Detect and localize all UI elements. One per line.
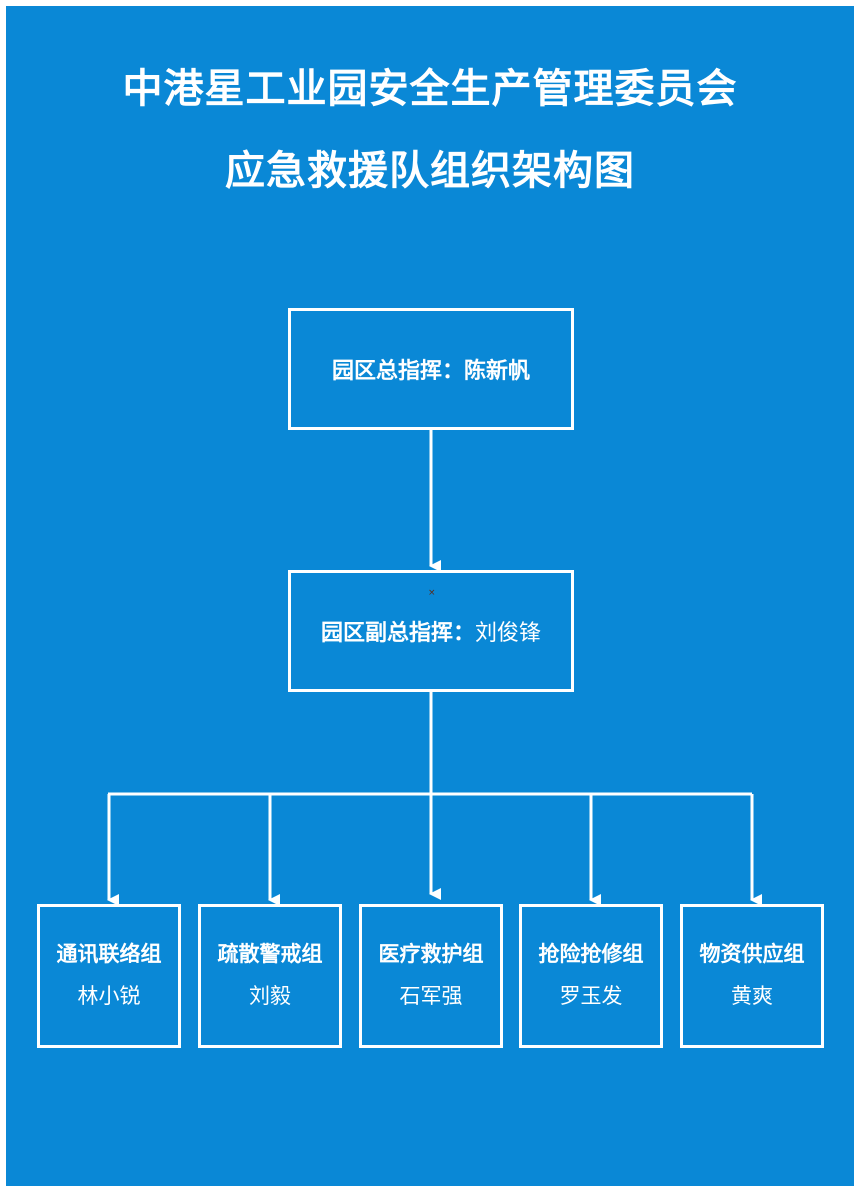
org-chart-canvas: 中港星工业园安全生产管理委员会 应急救援队组织架构图 园区总指挥：陈新帆 × 园… <box>6 6 854 1186</box>
group-title: 医疗救护组 <box>378 942 484 966</box>
group-title: 抢险抢修组 <box>538 942 644 966</box>
small-cross-mark: × <box>428 588 436 598</box>
group-leader: 石军强 <box>399 984 463 1008</box>
connector-lines <box>107 430 762 906</box>
group-box-evacuation: 疏散警戒组 刘毅 <box>198 904 342 1048</box>
deputy-label: 园区副总指挥： <box>320 621 475 646</box>
group-title: 疏散警戒组 <box>217 942 323 966</box>
group-box-communication: 通讯联络组 林小锐 <box>37 904 181 1048</box>
group-box-rescue: 抢险抢修组 罗玉发 <box>519 904 663 1048</box>
deputy-name: 刘俊锋 <box>475 621 542 646</box>
commander-box: 园区总指挥：陈新帆 <box>288 308 574 430</box>
group-title: 物资供应组 <box>699 942 805 966</box>
chart-title-line2: 应急救援队组织架构图 <box>225 148 635 194</box>
group-leader: 黄爽 <box>731 984 773 1008</box>
group-leader: 林小锐 <box>77 984 141 1008</box>
commander-label: 园区总指挥： <box>331 359 464 384</box>
deputy-box: 园区副总指挥：刘俊锋 <box>288 570 574 692</box>
group-leader: 罗玉发 <box>559 984 623 1008</box>
commander-name: 陈新帆 <box>464 359 531 384</box>
group-box-supply: 物资供应组 黄爽 <box>680 904 824 1048</box>
chart-title-line1: 中港星工业园安全生产管理委员会 <box>122 66 738 112</box>
group-box-medical: 医疗救护组 石军强 <box>359 904 503 1048</box>
group-leader: 刘毅 <box>249 984 291 1008</box>
group-title: 通讯联络组 <box>56 942 162 966</box>
